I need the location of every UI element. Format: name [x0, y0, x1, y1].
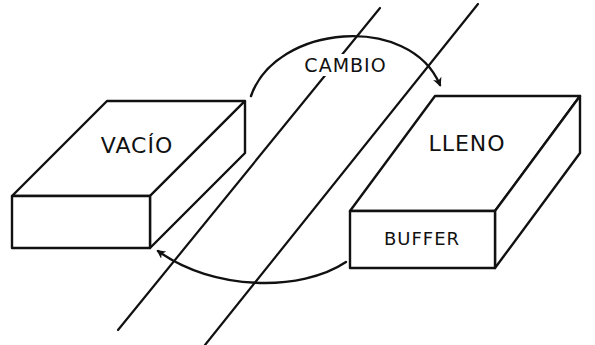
- box-face: [495, 96, 580, 268]
- box-face: [350, 211, 495, 268]
- change-arrow: [251, 36, 440, 96]
- box-label: BUFFER: [384, 228, 460, 249]
- box-label: LLENO: [428, 131, 505, 156]
- buffer-box: VACÍO: [12, 98, 247, 248]
- arrow-label: CAMBIO: [301, 54, 389, 76]
- box-face: [12, 196, 150, 248]
- box-face: [150, 101, 245, 248]
- box-label: VACÍO: [101, 133, 173, 158]
- change-arrow: [158, 251, 346, 283]
- buffer-box: LLENO BUFFER: [350, 93, 582, 268]
- box-outline: [12, 98, 247, 248]
